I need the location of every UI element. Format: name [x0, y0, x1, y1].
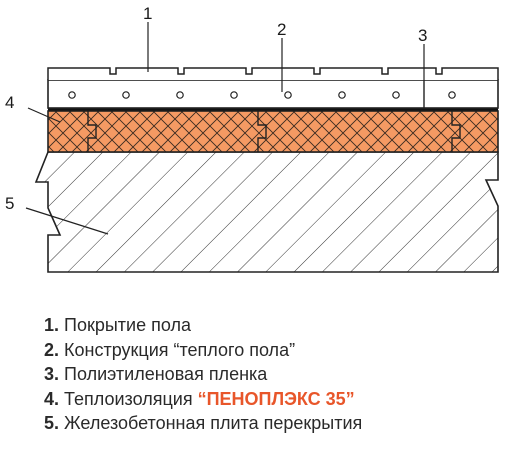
- legend-text: Полиэтиленовая пленка: [64, 364, 268, 384]
- floor-cross-section-diagram: 1 2 3 4 5: [5, 4, 499, 273]
- heating-pipe: [392, 91, 400, 99]
- callout-leaders: [25, 22, 425, 235]
- legend-item-floor-covering: 1. Покрытие пола: [44, 313, 362, 338]
- heating-pipe: [230, 91, 238, 99]
- legend-text: Теплоизоляция: [64, 388, 198, 409]
- legend-item-insulation: 4. Теплоизоляция “ПЕНОПЛЭКС 35”: [44, 387, 362, 412]
- legend-text: Конструкция “теплого пола”: [64, 339, 296, 360]
- legend-number: 1.: [44, 315, 60, 335]
- brand-highlight: “ПЕНОПЛЭКС 35”: [197, 388, 355, 409]
- legend-number: 5.: [44, 413, 60, 433]
- legend-text: Покрытие пола: [64, 315, 191, 335]
- heating-pipe: [176, 91, 184, 99]
- heating-pipe: [338, 91, 346, 99]
- heating-pipe: [284, 91, 292, 99]
- heating-pipe: [122, 91, 130, 99]
- callout-4: 4: [5, 93, 14, 112]
- legend-item-polyethylene-film: 3. Полиэтиленовая пленка: [44, 362, 362, 387]
- legend-item-underfloor-heating: 2. Конструкция “теплого пола”: [44, 338, 362, 363]
- insulation-layer: [47, 110, 499, 153]
- heating-pipe: [68, 91, 76, 99]
- legend: 1. Покрытие пола 2. Конструкция “теплого…: [44, 313, 362, 436]
- legend-number: 4.: [44, 388, 60, 409]
- callout-2: 2: [277, 20, 286, 39]
- callout-1: 1: [143, 4, 152, 23]
- callout-3: 3: [418, 26, 427, 45]
- legend-number: 2.: [44, 339, 60, 360]
- callout-5: 5: [5, 194, 14, 213]
- heating-pipe: [448, 91, 456, 99]
- legend-number: 3.: [44, 364, 60, 384]
- underfloor-heating-layer: [47, 79, 499, 109]
- concrete-slab: [34, 151, 499, 273]
- floor-covering: [47, 67, 499, 80]
- legend-text: Железобетонная плита перекрытия: [64, 413, 363, 433]
- legend-item-concrete-slab: 5. Железобетонная плита перекрытия: [44, 411, 362, 436]
